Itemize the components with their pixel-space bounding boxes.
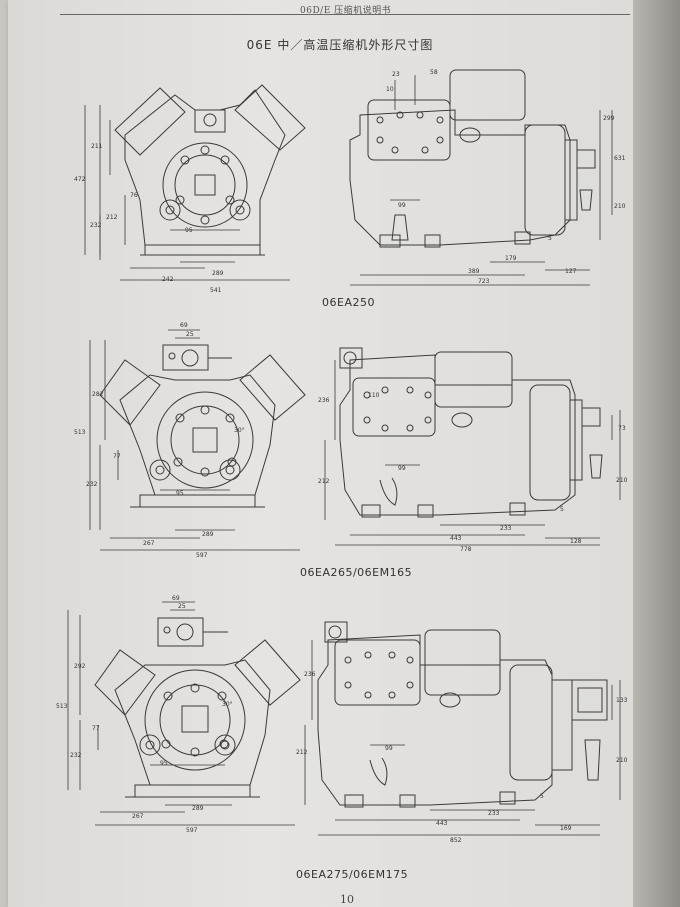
dim-label: 443 xyxy=(436,820,448,827)
drawing-1-front-view xyxy=(84,84,306,281)
dim-label: 73 xyxy=(618,425,626,432)
dim-label: 30° xyxy=(234,427,245,434)
dim-label: 292 xyxy=(74,663,86,670)
dim-label: 232 xyxy=(86,481,98,488)
dim-label: 58 xyxy=(430,69,438,76)
dim-label: 597 xyxy=(196,552,208,559)
dim-label: 95 xyxy=(160,760,168,767)
dim-label: 99 xyxy=(385,745,393,752)
dim-label: 5 xyxy=(540,793,544,800)
dim-label: 236 xyxy=(318,397,330,404)
dim-label: 232 xyxy=(70,752,82,759)
dim-label: 233 xyxy=(488,810,500,817)
dim-label: 95 xyxy=(176,490,184,497)
dim-label: 77 xyxy=(92,725,100,732)
dim-label: 77 xyxy=(113,453,121,460)
dim-label: 210 xyxy=(616,477,628,484)
running-header: 06D/E 压缩机说明书 xyxy=(300,6,392,16)
drawing-1-caption: 06EA250 xyxy=(322,296,375,309)
dim-label: 541 xyxy=(210,287,222,294)
dim-label: 25 xyxy=(186,331,194,338)
drawing-2-front-view xyxy=(89,329,306,551)
dim-label: 210 xyxy=(616,757,628,764)
dim-label: 23 xyxy=(392,71,400,78)
dim-label: 99 xyxy=(398,465,406,472)
dim-label: 5 xyxy=(548,235,552,242)
dim-label: 723 xyxy=(478,278,490,285)
dim-label: 110 xyxy=(368,392,380,399)
dim-label: 242 xyxy=(162,276,174,283)
book-spine xyxy=(633,0,680,907)
dim-label: 443 xyxy=(450,535,462,542)
dim-label: 233 xyxy=(500,525,512,532)
dim-label: 69 xyxy=(180,322,188,329)
dim-label: 513 xyxy=(56,703,68,710)
dim-label: 212 xyxy=(106,214,118,221)
dim-label: 179 xyxy=(505,255,517,262)
drawing-1-side-view xyxy=(349,69,613,286)
dim-label: 267 xyxy=(143,540,155,547)
dim-label: 10 xyxy=(386,86,394,93)
dim-label: 289 xyxy=(202,531,214,538)
dim-label: 133 xyxy=(616,697,628,704)
dim-label: 778 xyxy=(460,546,472,553)
drawing-3-front-view xyxy=(67,601,301,826)
dim-label: 389 xyxy=(468,268,480,275)
dim-label: 631 xyxy=(614,155,626,162)
dim-label: 128 xyxy=(570,538,582,545)
dim-label: 212 xyxy=(296,749,308,756)
dim-label: 282 xyxy=(92,391,104,398)
dim-label: 267 xyxy=(132,813,144,820)
dim-label: 25 xyxy=(178,603,186,610)
dim-label: 210 xyxy=(614,203,626,210)
dim-label: 5 xyxy=(560,506,564,513)
page-title: 06E 中／高温压缩机外形尺寸图 xyxy=(246,38,434,52)
dim-label: 597 xyxy=(186,827,198,834)
drawing-3-caption: 06EA275/06EM175 xyxy=(296,868,409,881)
dim-label: 99 xyxy=(398,202,406,209)
dim-label: 30° xyxy=(222,701,233,708)
page-number: 10 xyxy=(340,893,354,906)
dim-label: 232 xyxy=(90,222,102,229)
drawing-2-caption: 06EA265/06EM165 xyxy=(300,566,413,579)
dim-label: 212 xyxy=(318,478,330,485)
dim-label: 211 xyxy=(91,143,103,150)
dim-label: 236 xyxy=(304,671,316,678)
dim-label: 852 xyxy=(450,837,462,844)
dim-label: 95 xyxy=(185,227,193,234)
dim-label: 513 xyxy=(74,429,86,436)
dim-label: 169 xyxy=(560,825,572,832)
dim-label: 289 xyxy=(212,270,224,277)
drawing-2-side-view xyxy=(324,347,621,546)
dim-label: 76 xyxy=(130,192,138,199)
dim-label: 127 xyxy=(565,268,577,275)
dim-label: 299 xyxy=(603,115,615,122)
dim-label: 69 xyxy=(172,595,180,602)
drawing-3-side-view xyxy=(304,621,621,836)
header-rule xyxy=(60,14,630,15)
dim-label: 289 xyxy=(192,805,204,812)
dim-label: 472 xyxy=(74,176,86,183)
